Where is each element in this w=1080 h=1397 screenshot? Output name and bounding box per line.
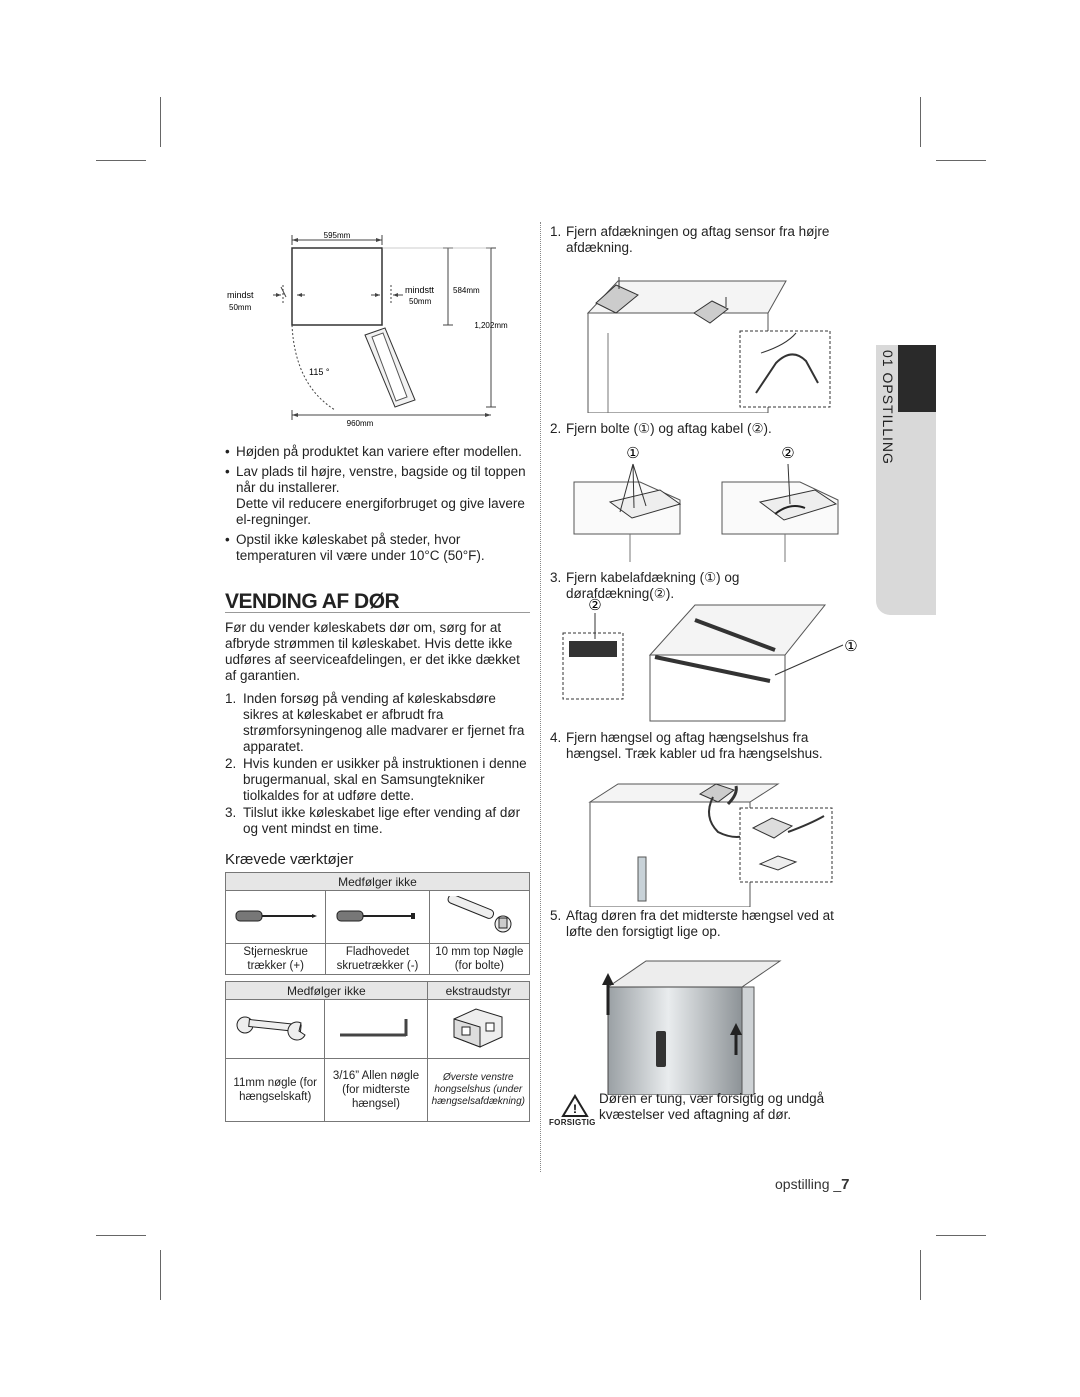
table-label: Øverste venstre hongselshus (under hængs… [426,1058,531,1122]
bullet-list: •Højden på produktet kan variere efter m… [225,444,535,568]
bullet-continuation: Dette vil reducere energiforbruget og gi… [236,496,525,527]
step-5: 5.Aftag døren fra det midterste hængsel … [550,908,834,939]
bullet-item: •Lav plads til højre, venstre, bagside o… [225,464,526,495]
angle-label: 115 ° [309,367,330,377]
clearance-diagram: 595mm mindst 50mm mindstt 50mm 584mm 1,2… [227,231,508,428]
step-1-illustration [586,277,831,413]
page-footer: opstilling _7 [775,1176,850,1193]
section-title: VENDING AF DØR [225,590,400,613]
bullet-item: •Højden på produktet kan variere efter m… [225,444,522,459]
crop-mark [936,1235,986,1236]
crop-mark [160,1250,161,1300]
step-3-illustration: ② ① [562,597,858,722]
crop-mark [96,1235,146,1236]
bolt-detail-graphic [573,463,682,562]
column-divider [540,222,541,1172]
caution-label: FORSIGTIG [549,1118,596,1127]
step-2-illustration: ① ② [573,445,839,562]
step-1: 1.Fjern afdækningen og aftag sensor fra … [550,224,830,255]
side-tab-dark [898,345,936,412]
marker-two: ② [588,597,601,614]
marker-two: ② [781,445,794,462]
marker-one: ① [844,638,857,655]
instruction-list: 1.Inden forsøg på vending af køleskabsdø… [225,691,530,838]
tools-table-included: Medfølger ikke Stjerneskrue trækker (+) … [224,872,531,975]
step-4: 4.Fjern hængsel og aftag hængselshus fra… [550,730,823,761]
warning-icon: ! [561,1094,589,1117]
table-header: Medfølger ikke [225,872,530,891]
dim-1202: 1,202mm [474,321,508,330]
tools-table-extra: Medfølger ikke ekstraudstyr 11mm nøgle (… [224,981,531,1122]
dim-584: 584mm [453,286,480,295]
instruction-item: 3.Tilslut ikke køleskabet lige efter ven… [225,805,521,836]
marker-one: ① [626,445,639,462]
footer-section: opstilling _ [775,1176,842,1192]
svg-text:!: ! [573,1102,577,1116]
table-label: 3/16” Allen nøgle (for midterste hængsel… [324,1058,428,1122]
instruction-item: 1.Inden forsøg på vending af køleskabsdø… [225,691,525,754]
table-label: Stjerneskrue trækker (+) [224,943,327,975]
min-left-val: 50mm [229,303,252,312]
side-tab-light [876,345,898,615]
instruction-item: 2.Hvis kunden er usikker på instruktione… [225,756,527,803]
cable-detail-graphic [721,463,839,562]
step-5-illustration [602,960,782,1095]
wrench-icon [224,999,326,1059]
crop-mark [96,160,146,161]
bullet-item: •Opstil ikke køleskabet på steder, hvor … [225,532,485,563]
side-tab-light-right [898,412,936,615]
flathead-screwdriver-icon [325,890,430,944]
socket-wrench-icon [428,890,531,944]
min-right-val: 50mm [409,297,432,306]
crop-mark [936,160,986,161]
table-label: 11mm nøgle (for hængselskaft) [224,1058,326,1122]
dim-960: 960mm [347,419,374,428]
min-right: mindstt [405,285,435,295]
side-tab-label: 01 OPSTILLING [880,350,896,465]
table-header: ekstraudstyr [426,981,531,1000]
step-3: 3.Fjern kabelafdækning (①) og dørafdækni… [550,570,740,601]
crop-mark [920,97,921,147]
step-2: 2.Fjern bolte (①) og aftag kabel (②). [550,421,772,436]
min-left: mindst [227,290,254,300]
crop-mark [920,1250,921,1300]
table-header: Medfølger ikke [225,981,428,1000]
section-intro: Før du vender køleskabets dør om, sørg f… [225,620,520,683]
dim-595: 595mm [324,231,351,240]
step-4-illustration [588,783,833,907]
section-rule [225,612,530,613]
table-label: Fladhovedet skruetrækker (-) [325,943,430,975]
phillips-screwdriver-icon [224,890,327,944]
table-label: 10 mm top Nøgle (for bolte) [428,943,531,975]
tools-heading: Krævede værktøjer [225,851,354,868]
page-number: 7 [841,1176,850,1193]
caution-text: Døren er tung, vær forsigtig og undgå kv… [599,1091,825,1122]
allen-key-icon [324,999,428,1059]
crop-mark [160,97,161,147]
hinge-housing-icon [426,999,531,1059]
